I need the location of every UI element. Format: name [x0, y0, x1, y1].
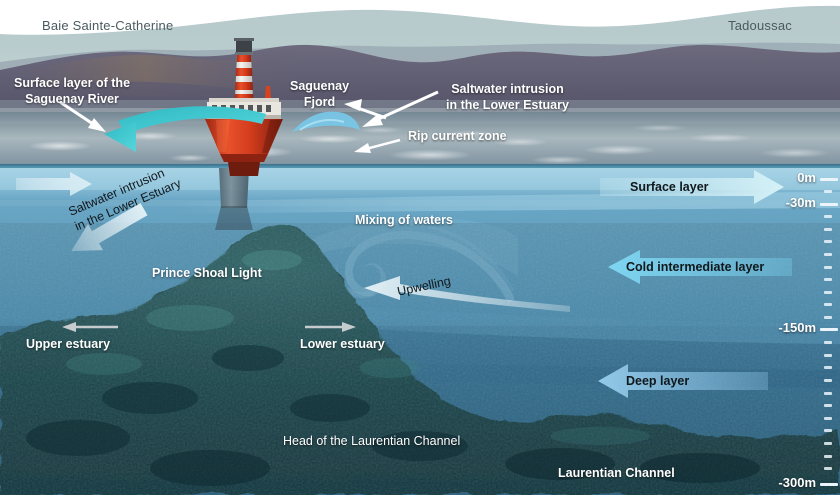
label-line-1: Saguenay [290, 79, 350, 93]
depth-label-3: -300m [778, 475, 816, 490]
label-line-2: Saguenay River [25, 91, 119, 106]
label-lower-estuary: Lower estuary [300, 337, 385, 351]
depth-tick-major [820, 203, 838, 206]
lighthouse-caisson-underwater [213, 168, 255, 230]
depth-tick-minor [824, 190, 832, 193]
depth-tick-minor [824, 341, 832, 345]
depth-label-2: -150m [778, 320, 816, 335]
label-line-2: in the Lower Estuary [446, 97, 569, 112]
label-cold-intermediate-layer: Cold intermediate layer [626, 260, 765, 274]
label-line-2: Fjord [303, 94, 336, 109]
place-label-baie-sainte-catherine: Baie Sainte-Catherine [42, 18, 174, 33]
depth-tick-minor [824, 278, 832, 282]
depth-tick-major [820, 328, 838, 331]
label-rip-current-zone: Rip current zone [408, 129, 507, 143]
depth-tick-minor [824, 316, 832, 319]
depth-tick-minor [824, 429, 832, 433]
depth-tick-major [820, 483, 838, 486]
label-laurentian-channel: Laurentian Channel [558, 466, 675, 480]
depth-tick-minor [824, 265, 832, 269]
depth-axis: 0m -30m -150m -300m [778, 168, 840, 495]
waterline [0, 164, 840, 169]
depth-tick-minor [824, 404, 832, 408]
label-saguenay-fjord: Saguenay Fjord [290, 79, 349, 110]
label-saguenay-river-surface-layer: Surface layer of the Saguenay River [14, 76, 130, 107]
label-line-1: Saltwater intrusion [451, 82, 564, 96]
depth-label-0: 0m [797, 170, 816, 185]
depth-tick-minor [824, 416, 832, 420]
cloud-band [0, 0, 840, 42]
label-upper-estuary: Upper estuary [26, 337, 111, 351]
depth-tick-minor [824, 227, 832, 231]
depth-tick-minor [824, 391, 832, 395]
label-mixing-of-waters: Mixing of waters [355, 213, 453, 227]
depth-tick-minor [824, 353, 832, 357]
depth-label-1: -30m [785, 195, 816, 210]
depth-tick-major [820, 178, 838, 181]
label-head-of-laurentian-channel: Head of the Laurentian Channel [283, 434, 461, 448]
depth-tick-minor [824, 303, 832, 307]
depth-tick-minor [824, 240, 832, 244]
depth-tick-minor [824, 467, 832, 471]
label-deep-layer: Deep layer [626, 374, 690, 388]
place-label-tadoussac: Tadoussac [728, 18, 792, 33]
depth-tick-minor [824, 215, 832, 219]
layer-band-thermocline [0, 190, 840, 200]
label-line-1: Surface layer of the [14, 76, 131, 90]
depth-tick-minor [824, 253, 832, 256]
label-surface-layer: Surface layer [630, 180, 709, 194]
depth-tick-minor [824, 366, 832, 370]
depth-tick-minor [824, 442, 832, 445]
label-prince-shoal-light: Prince Shoal Light [152, 266, 262, 280]
depth-tick-minor [824, 454, 832, 458]
depth-tick-minor [824, 290, 832, 294]
prince-shoal-lighthouse [196, 36, 292, 176]
label-saltwater-intrusion-surface: Saltwater intrusion in the Lower Estuary [446, 82, 569, 113]
depth-tick-minor [824, 379, 832, 382]
